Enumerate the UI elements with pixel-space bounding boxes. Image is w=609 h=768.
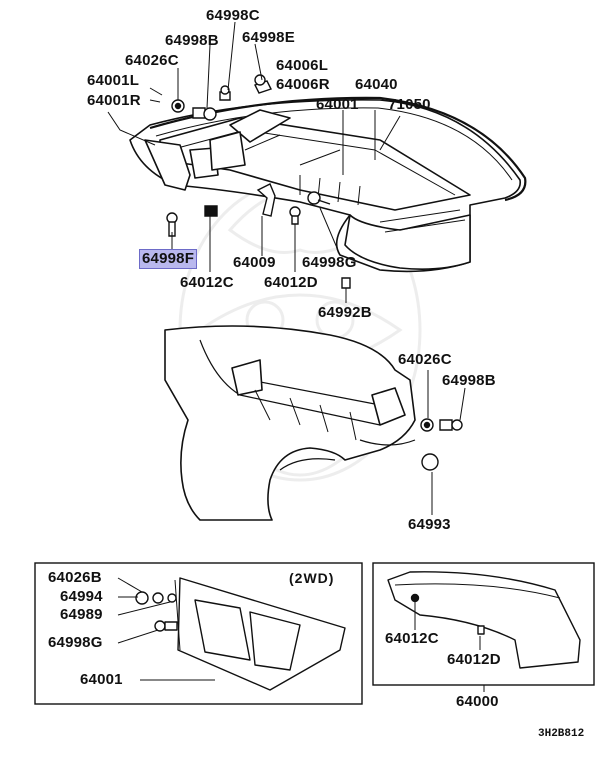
label-64998B-mid[interactable]: 64998B bbox=[442, 372, 496, 389]
label-64009[interactable]: 64009 bbox=[233, 254, 276, 271]
label-64026B[interactable]: 64026B bbox=[48, 569, 102, 586]
label-64001-inset[interactable]: 64001 bbox=[80, 671, 123, 688]
label-64998C[interactable]: 64998C bbox=[206, 7, 260, 24]
inset-2wd-frame bbox=[34, 562, 363, 705]
label-64040[interactable]: 64040 bbox=[355, 76, 398, 93]
label-64026C-mid[interactable]: 64026C bbox=[398, 351, 452, 368]
label-64000[interactable]: 64000 bbox=[456, 693, 499, 710]
label-64989[interactable]: 64989 bbox=[60, 606, 103, 623]
label-64993[interactable]: 64993 bbox=[408, 516, 451, 533]
label-64998B-top[interactable]: 64998B bbox=[165, 32, 219, 49]
mid-fasteners bbox=[420, 418, 463, 471]
inset-64000-bumper bbox=[387, 571, 581, 669]
label-64012D-inset[interactable]: 64012D bbox=[447, 651, 501, 668]
leader-lines-mid bbox=[427, 370, 466, 515]
car-rear-quarter bbox=[164, 325, 416, 521]
label-64012D-top[interactable]: 64012D bbox=[264, 274, 318, 291]
label-64001-top[interactable]: 64001 bbox=[316, 96, 359, 113]
leader-lines-inset-left bbox=[117, 577, 215, 681]
label-64006L[interactable]: 64006L bbox=[276, 57, 329, 74]
leader-lines-top bbox=[107, 21, 347, 303]
diagram-code: 3H2B812 bbox=[538, 728, 585, 740]
leader-lines-inset-right bbox=[414, 600, 485, 692]
label-64998E[interactable]: 64998E bbox=[242, 29, 295, 46]
label-64992B[interactable]: 64992B bbox=[318, 304, 372, 321]
label-64001L[interactable]: 64001L bbox=[87, 72, 140, 89]
rear-bumper-assembly bbox=[129, 96, 527, 273]
label-64012C-inset[interactable]: 64012C bbox=[385, 630, 439, 647]
inset-2wd-title: (2WD) bbox=[289, 570, 335, 586]
fastener-parts bbox=[166, 74, 351, 289]
label-64998G-top[interactable]: 64998G bbox=[302, 254, 357, 271]
label-64994[interactable]: 64994 bbox=[60, 588, 103, 605]
label-64998G-inset[interactable]: 64998G bbox=[48, 634, 103, 651]
label-64998F[interactable]: 64998F bbox=[139, 249, 198, 269]
label-64001R[interactable]: 64001R bbox=[87, 92, 141, 109]
label-64012C-top[interactable]: 64012C bbox=[180, 274, 234, 291]
inset-2wd-bracket bbox=[135, 577, 346, 691]
label-71050[interactable]: 71050 bbox=[388, 96, 431, 113]
label-64026C-top[interactable]: 64026C bbox=[125, 52, 179, 69]
label-64006R[interactable]: 64006R bbox=[276, 76, 330, 93]
